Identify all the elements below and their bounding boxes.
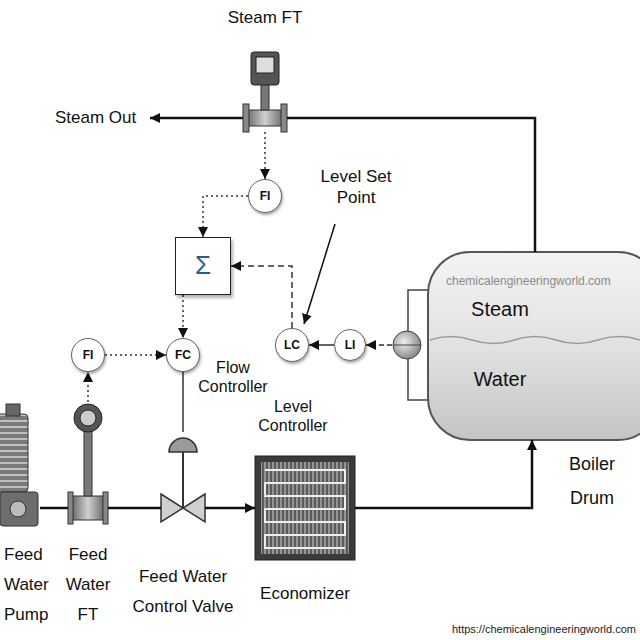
valve-stem xyxy=(182,452,184,508)
node-label: Economizer xyxy=(235,584,375,604)
signal-line xyxy=(182,372,184,432)
transmitter-head xyxy=(74,404,102,432)
valve-body xyxy=(161,494,205,522)
transmitter-head xyxy=(251,52,279,85)
pipe-line xyxy=(108,507,161,510)
steam-out-pipe xyxy=(150,117,243,120)
transmitter-stem xyxy=(261,84,269,110)
signal-line xyxy=(231,266,292,328)
signal-line xyxy=(264,132,266,179)
node-caption: Water xyxy=(460,367,540,391)
feed-water-flow-transmitter: Feed Water FT xyxy=(68,402,108,526)
meter-body xyxy=(247,110,283,126)
economizer-coil xyxy=(265,470,345,548)
node-caption: Boiler Drum xyxy=(552,447,632,515)
steam-flow-transmitter: Steam FT xyxy=(243,50,287,132)
pump-casing xyxy=(0,492,38,526)
node-label: Feed Water FT xyxy=(58,540,118,630)
valve-actuator xyxy=(169,438,197,452)
signal-line xyxy=(366,344,392,346)
node-label: FI xyxy=(83,348,94,362)
set-point-label: Level Set Point xyxy=(318,166,394,209)
flange xyxy=(281,104,287,132)
summer-block: Σ xyxy=(175,237,231,295)
watermark: chemicalengineeringworld.com xyxy=(446,274,611,289)
transmitter-stem xyxy=(84,430,92,496)
flow-indicator: FI xyxy=(248,179,282,213)
flange xyxy=(243,104,249,132)
signal-line xyxy=(105,354,166,356)
transmitter-display xyxy=(256,57,274,73)
node-label: LI xyxy=(345,338,356,352)
flow-indicator: FI xyxy=(71,338,105,372)
flange xyxy=(68,492,73,524)
economizer-fins xyxy=(261,462,349,554)
pump-motor xyxy=(0,414,28,492)
node-label: Steam FT xyxy=(215,8,315,28)
signal-line xyxy=(309,344,334,346)
pipe-line xyxy=(40,507,68,510)
level-indicator: LI xyxy=(334,329,366,361)
signal-line xyxy=(182,295,184,338)
signal-line xyxy=(203,196,248,237)
node-label: LC xyxy=(284,338,300,352)
node-caption: Flow Controller xyxy=(191,358,275,396)
meter-body xyxy=(72,496,104,520)
level-gauge xyxy=(393,331,421,359)
pipe-line xyxy=(355,440,532,508)
level-controller: LCLevel Controller xyxy=(275,328,309,362)
node-label: Σ xyxy=(195,250,211,281)
pipe-line xyxy=(287,118,535,252)
boiler-drum-shell xyxy=(428,252,640,440)
set-point-arrow xyxy=(304,224,335,324)
transmitter-display xyxy=(80,410,96,426)
flange xyxy=(103,492,108,524)
node-caption: Level Controller xyxy=(251,397,335,435)
feed-water-pump: Feed Water Pump xyxy=(2,405,40,528)
economizer: Economizer xyxy=(255,456,355,560)
node-label: FC xyxy=(175,348,191,362)
source-url: https://chemicalengineeringworld.com xyxy=(452,623,636,637)
stream-label: Steam Out xyxy=(55,107,136,128)
flow-controller: FCFlow Controller xyxy=(166,338,200,372)
node-label: FI xyxy=(260,189,271,203)
motor-terminal xyxy=(6,404,20,416)
economizer-casing xyxy=(255,456,355,560)
gauge-mark xyxy=(393,345,421,346)
node-label: Feed Water Pump xyxy=(4,540,56,630)
node-label: Feed Water Control Valve xyxy=(123,562,243,622)
node-label: Steam xyxy=(460,297,540,321)
water-level xyxy=(430,337,640,344)
signal-line xyxy=(87,372,89,402)
pipe-line xyxy=(205,507,255,510)
control-valve: Feed Water Control Valve xyxy=(161,432,205,524)
pump-impeller xyxy=(10,501,26,517)
